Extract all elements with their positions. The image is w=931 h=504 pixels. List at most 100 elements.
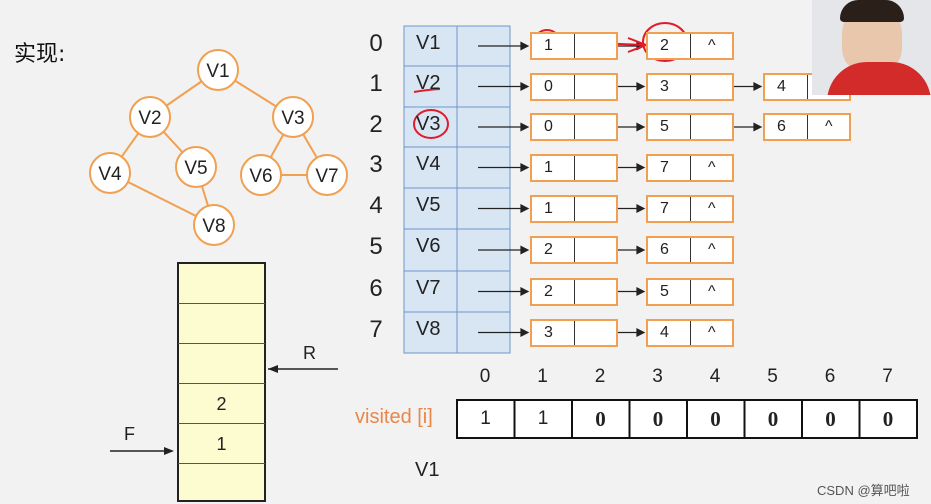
list-node-divider <box>574 74 575 99</box>
circle-annotation <box>413 109 449 139</box>
null-pointer: ^ <box>708 282 716 300</box>
list-node-value: 5 <box>660 282 669 300</box>
list-node: 3 <box>530 318 618 347</box>
vertex-cell: V3 <box>416 113 441 135</box>
list-node: 5 <box>646 113 734 141</box>
pointer-arrowhead <box>520 328 530 337</box>
graph-node-v2 <box>129 96 171 138</box>
list-node-value: 7 <box>660 199 669 217</box>
pointer-arrowhead <box>636 328 646 337</box>
pointer-arrowhead <box>636 204 646 213</box>
list-node-divider <box>690 34 691 58</box>
pointer-arrowhead <box>753 82 763 91</box>
list-node-divider <box>574 238 575 262</box>
visited-cell: 0 <box>595 407 606 431</box>
list-node: 2 <box>530 236 618 264</box>
visited-index: 2 <box>594 366 606 387</box>
pointer-arrowhead <box>520 82 530 91</box>
visited-cell: 0 <box>652 407 664 431</box>
graph-node-label: V5 <box>184 158 207 179</box>
list-node-value: 3 <box>660 77 669 95</box>
list-node-value: 0 <box>544 77 553 95</box>
graph-node-label: V7 <box>315 166 338 187</box>
list-node-divider <box>690 115 691 139</box>
list-node: 6^ <box>646 236 734 264</box>
null-pointer: ^ <box>708 241 716 258</box>
visited-index: 6 <box>824 366 836 387</box>
pointer-arrowhead <box>520 41 530 51</box>
list-node-value: 1 <box>544 158 553 176</box>
row-index: 1 <box>369 70 383 97</box>
underline-annotation <box>413 88 441 93</box>
graph-node-label: V6 <box>249 166 272 187</box>
visited-cell: 1 <box>480 408 491 429</box>
list-node-value: 6 <box>777 118 786 135</box>
list-node-value: 4 <box>660 323 669 341</box>
list-node: 0 <box>530 72 618 101</box>
graph-node-v3 <box>272 96 314 138</box>
null-pointer: ^ <box>708 323 716 341</box>
queue-cell <box>178 463 265 504</box>
list-node-value: 6 <box>660 241 669 258</box>
list-node-value: 7 <box>660 158 669 176</box>
graph-node-label: V3 <box>281 108 304 129</box>
pointer-arrowhead <box>636 287 646 296</box>
pointer-arrowhead <box>520 204 530 213</box>
row-index: 4 <box>369 192 383 219</box>
null-pointer: ^ <box>825 118 833 135</box>
row-index: 7 <box>369 316 383 343</box>
list-node-divider <box>574 115 575 139</box>
vertex-cell: V4 <box>416 153 441 175</box>
null-pointer: ^ <box>708 199 716 217</box>
visited-cell: 0 <box>767 407 779 431</box>
queue-cell <box>178 343 265 384</box>
queue-cell <box>178 303 265 344</box>
graph-node-label: V8 <box>202 216 225 237</box>
list-node-value: 1 <box>544 37 553 54</box>
vertex-cell: V2 <box>416 72 441 94</box>
list-node-divider <box>690 196 691 221</box>
visited-index: 1 <box>537 366 548 387</box>
null-pointer: ^ <box>708 37 716 54</box>
list-node-divider <box>690 74 691 99</box>
list-node-divider <box>690 279 691 304</box>
list-node: 6^ <box>763 113 851 141</box>
visited-cell: 0 <box>710 407 721 431</box>
pointer-arrowhead <box>753 122 763 132</box>
list-node-divider <box>574 196 575 221</box>
visited-index: 0 <box>479 366 491 387</box>
webcam-overlay <box>812 0 931 95</box>
list-node-divider <box>574 279 575 304</box>
list-node-value: 2 <box>544 241 553 258</box>
visited-cell: 1 <box>537 408 549 429</box>
vertex-cell: V7 <box>416 277 441 299</box>
list-node: 5^ <box>646 277 734 306</box>
list-node: 3 <box>646 72 734 101</box>
visited-cell: 0 <box>825 407 836 431</box>
queue-cell: 2 <box>178 383 265 424</box>
page-title: 实现: <box>14 42 66 67</box>
visited-index: 4 <box>709 366 721 387</box>
list-node-value: 3 <box>544 323 553 341</box>
list-node-value: 5 <box>660 118 669 135</box>
output-sequence: V1 <box>415 459 440 481</box>
list-node-divider <box>574 155 575 180</box>
list-node-value: 0 <box>544 118 553 135</box>
rear-label: R <box>303 343 316 363</box>
list-node-divider <box>807 74 808 99</box>
list-node: 0 <box>530 113 618 141</box>
vertex-cell: V1 <box>416 32 441 54</box>
queue-cell <box>178 263 265 303</box>
list-node-value: 1 <box>544 199 553 217</box>
list-node-divider <box>574 34 575 58</box>
queue-cell: 1 <box>178 423 265 464</box>
list-node: 1 <box>530 153 618 182</box>
visited-label: visited [i] <box>355 406 433 428</box>
pointer-arrowhead <box>520 287 530 296</box>
list-node: 7^ <box>646 194 734 223</box>
list-node: 1 <box>530 194 618 223</box>
graph-node-v5 <box>175 146 217 188</box>
list-node-divider <box>690 155 691 180</box>
list-node: 1 <box>530 32 618 60</box>
